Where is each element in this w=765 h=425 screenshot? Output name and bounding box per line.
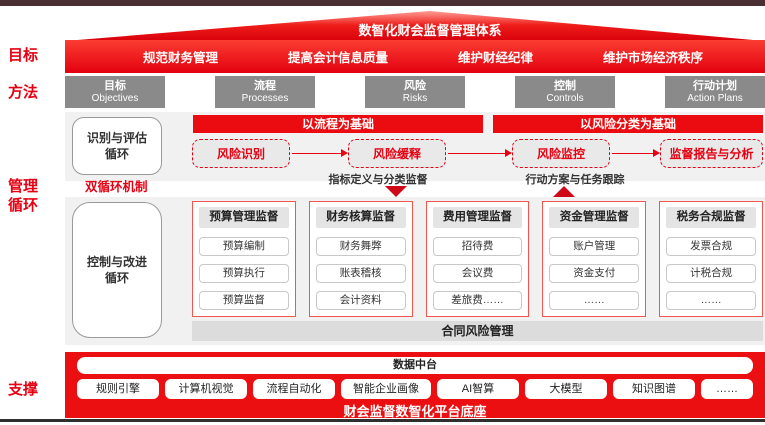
flow-arrow-icon bbox=[292, 149, 348, 157]
arrow-down-icon bbox=[385, 186, 407, 197]
method-box-objectives: 目标 Objectives bbox=[65, 76, 165, 108]
method-label-en: Action Plans bbox=[687, 92, 743, 104]
cycle-label-line: 识别与评估 bbox=[86, 130, 147, 145]
side-label-goal: 目标 bbox=[8, 47, 39, 64]
column-item: 财务舞弊 bbox=[315, 237, 406, 256]
goal-item: 规范财务管理 bbox=[143, 51, 219, 65]
method-box-risks: 风险 Risks bbox=[365, 76, 465, 108]
platform-caption: 财会监督数智化平台底座 bbox=[343, 404, 487, 419]
column-item: 计税合规 bbox=[666, 264, 756, 283]
top-accent-bar bbox=[0, 0, 765, 6]
column-header: 预算管理监督 bbox=[199, 207, 289, 228]
method-label-zh: 风险 bbox=[404, 79, 426, 92]
column-item: 账表稽核 bbox=[315, 264, 406, 283]
column-expense-supervision: 费用管理监督 招待费 会议费 差旅费…… bbox=[425, 201, 530, 317]
column-item: 发票合规 bbox=[666, 237, 756, 256]
column-budget-supervision: 预算管理监督 预算编制 预算执行 预算监督 bbox=[192, 201, 296, 317]
risk-class-based-header: 以风险分类为基础 bbox=[493, 115, 763, 133]
tech-box-more: …… bbox=[701, 379, 753, 399]
step-risk-mitigation: 风险缓释 bbox=[348, 139, 446, 168]
column-item: …… bbox=[549, 291, 640, 310]
identification-cycle-box: 识别与评估 循环 bbox=[72, 117, 162, 175]
column-tax-compliance-supervision: 税务合规监督 发票合规 计税合规 …… bbox=[659, 201, 763, 317]
arrow-up-icon bbox=[553, 186, 575, 197]
tech-box-knowledge-graph: 知识图谱 bbox=[613, 379, 695, 399]
column-item: 会计资料 bbox=[315, 291, 406, 310]
side-label-management-cycle: 管理循环 bbox=[8, 178, 39, 214]
goal-item: 维护市场经济秩序 bbox=[602, 51, 703, 65]
cycle-label-line: 循环 bbox=[104, 271, 129, 285]
tech-box-process-automation: 流程自动化 bbox=[253, 379, 335, 399]
method-label-zh: 控制 bbox=[554, 79, 576, 92]
column-header: 税务合规监督 bbox=[666, 207, 756, 228]
supervision-columns: 预算管理监督 预算编制 预算执行 预算监督 财务核算监督 财务舞弊 账表稽核 会… bbox=[192, 201, 763, 317]
column-header: 资金管理监督 bbox=[549, 207, 640, 228]
tech-box-computer-vision: 计算机视觉 bbox=[165, 379, 247, 399]
column-accounting-supervision: 财务核算监督 财务舞弊 账表稽核 会计资料 bbox=[308, 201, 413, 317]
goal-item: 维护财经纪律 bbox=[457, 51, 533, 65]
flow-arrow-icon bbox=[612, 149, 660, 157]
method-label-en: Controls bbox=[546, 92, 584, 104]
column-item: 差旅费…… bbox=[432, 291, 523, 310]
tech-box-ai-computing: AI智算 bbox=[437, 379, 519, 399]
column-funds-supervision: 资金管理监督 账户管理 资金支付 …… bbox=[542, 201, 647, 317]
contract-risk-bar: 合同风险管理 bbox=[192, 321, 763, 341]
cycle-label-line: 控制与改进 bbox=[86, 254, 147, 269]
support-section: 数据中台 规则引擎 计算机视觉 流程自动化 智能企业画像 AI智算 大模型 知识… bbox=[65, 352, 765, 419]
diagram-title: 数智化财会监督管理体系 bbox=[358, 23, 502, 38]
method-box-action-plans: 行动计划 Action Plans bbox=[665, 76, 765, 108]
column-item: 账户管理 bbox=[549, 237, 640, 256]
tech-box-enterprise-profiling: 智能企业画像 bbox=[341, 379, 431, 399]
method-box-processes: 流程 Processes bbox=[215, 76, 315, 108]
method-label-en: Risks bbox=[402, 92, 428, 104]
dual-cycle-label: 双循环机制 bbox=[85, 180, 148, 194]
method-label-zh: 目标 bbox=[104, 79, 126, 92]
tech-box-large-model: 大模型 bbox=[525, 379, 607, 399]
step-risk-monitoring: 风险监控 bbox=[512, 139, 610, 168]
step-report-analysis: 监督报告与分析 bbox=[660, 139, 763, 168]
column-item: 招待费 bbox=[432, 237, 523, 256]
annotation-indicator-definition: 指标定义与分类监督 bbox=[328, 174, 428, 186]
methods-row: 目标 Objectives 流程 Processes 风险 Risks 控制 C… bbox=[65, 76, 765, 108]
column-item: 会议费 bbox=[432, 264, 523, 283]
cycle-label-line: 循环 bbox=[104, 147, 129, 161]
goal-item: 提高会计信息质量 bbox=[287, 51, 388, 65]
column-item: 资金支付 bbox=[549, 264, 640, 283]
side-label-support: 支撑 bbox=[8, 381, 39, 398]
method-label-en: Processes bbox=[241, 92, 289, 104]
column-header: 费用管理监督 bbox=[432, 207, 523, 228]
annotation-action-tracking: 行动方案与任务跟踪 bbox=[525, 174, 625, 186]
flow-arrow-icon bbox=[448, 149, 512, 157]
method-label-zh: 流程 bbox=[254, 79, 276, 92]
tech-box-rule-engine: 规则引擎 bbox=[77, 379, 159, 399]
data-platform-bar: 数据中台 bbox=[77, 357, 753, 374]
process-based-header: 以流程为基础 bbox=[193, 115, 483, 133]
method-label-zh: 行动计划 bbox=[693, 79, 737, 92]
control-cycle-section: 控制与改进 循环 预算管理监督 预算编制 预算执行 预算监督 财务核算监督 财务… bbox=[65, 197, 765, 345]
method-box-controls: 控制 Controls bbox=[515, 76, 615, 108]
column-item: 预算监督 bbox=[199, 291, 289, 310]
method-label-en: Objectives bbox=[91, 92, 139, 104]
column-item: 预算执行 bbox=[199, 264, 289, 283]
bottom-accent-bar bbox=[0, 419, 765, 422]
step-risk-identification: 风险识别 bbox=[192, 139, 290, 168]
identification-cycle-section: 识别与评估 循环 以流程为基础 以风险分类为基础 风险识别 风险缓释 风险监控 … bbox=[65, 112, 765, 181]
goals-bar: 规范财务管理 提高会计信息质量 维护财经纪律 维护市场经济秩序 bbox=[65, 40, 765, 73]
tech-row: 规则引擎 计算机视觉 流程自动化 智能企业画像 AI智算 大模型 知识图谱 …… bbox=[77, 379, 753, 399]
column-item: …… bbox=[666, 291, 756, 310]
column-item: 预算编制 bbox=[199, 237, 289, 256]
control-cycle-box: 控制与改进 循环 bbox=[72, 202, 162, 338]
column-header: 财务核算监督 bbox=[315, 207, 406, 228]
pyramid-banner: 数智化财会监督管理体系 bbox=[65, 11, 765, 41]
side-label-method: 方法 bbox=[8, 84, 39, 101]
